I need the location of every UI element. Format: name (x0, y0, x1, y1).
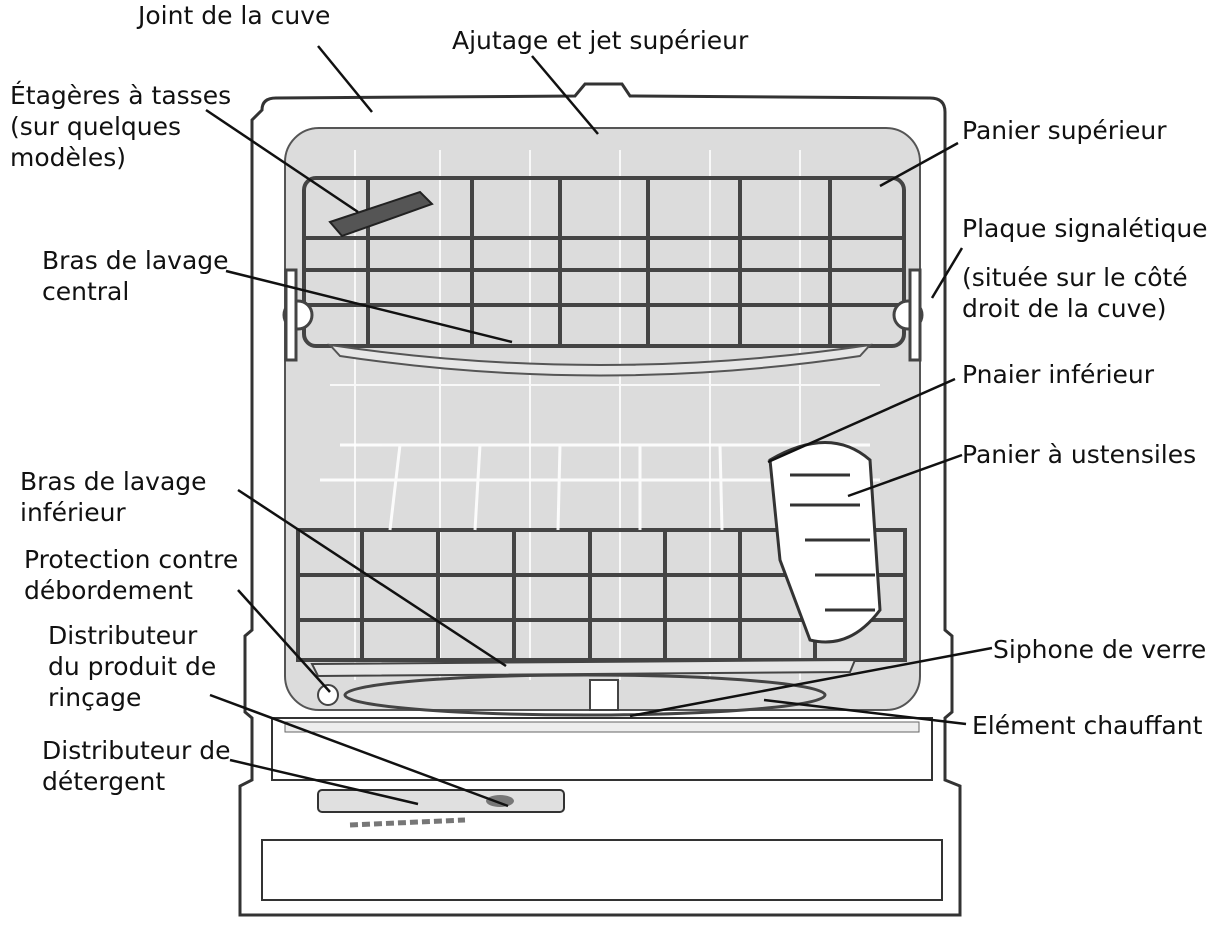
label-joint-cuve: Joint de la cuve (138, 0, 330, 31)
label-line: rinçage (48, 683, 142, 712)
label-line: Panier à ustensiles (962, 440, 1197, 469)
label-plaque-signaletique: Plaque signalétique (962, 213, 1208, 244)
detergent-dispenser (317, 789, 565, 813)
label-line: Étagères à tasses (10, 81, 232, 110)
label-ajutage: Ajutage et jet supérieur (452, 25, 748, 56)
upper-rack (302, 176, 906, 348)
label-line: Bras de lavage (20, 467, 207, 496)
label-line: droit de la cuve) (962, 294, 1167, 323)
label-line: Protection contre (24, 545, 239, 574)
label-line: Plaque signalétique (962, 214, 1208, 243)
label-line: débordement (24, 576, 193, 605)
label-line: central (42, 277, 130, 306)
label-panier-ustensiles: Panier à ustensiles (962, 439, 1196, 470)
label-line: Pnaier inférieur (962, 360, 1155, 389)
leader-lines (205, 45, 993, 808)
label-line: modèles) (10, 143, 127, 172)
label-line: (située sur le côté (962, 263, 1188, 292)
label-line: du produit de (48, 652, 217, 681)
label-line: Siphone de verre (993, 635, 1207, 664)
lower-spray-arm (310, 658, 857, 678)
label-element-chauffant: Elément chauffant (972, 710, 1202, 741)
label-line: Panier supérieur (962, 116, 1167, 145)
label-panier-inferieur: Pnaier inférieur (962, 359, 1154, 390)
label-line: Distributeur de (42, 736, 231, 765)
label-panier-superieur: Panier supérieur (962, 115, 1167, 146)
cup-shelf (328, 190, 434, 238)
label-line: Ajutage et jet supérieur (452, 26, 749, 55)
heating-element (343, 673, 827, 717)
label-line: Bras de lavage (42, 246, 229, 275)
label-siphone: Siphone de verre (993, 634, 1206, 665)
label-line: Joint de la cuve (138, 1, 331, 30)
label-line: détergent (42, 767, 166, 796)
label-line: Distributeur (48, 621, 198, 650)
label-line: Elément chauffant (972, 711, 1203, 740)
label-line: (sur quelques (10, 112, 182, 141)
label-line: inférieur (20, 498, 126, 527)
